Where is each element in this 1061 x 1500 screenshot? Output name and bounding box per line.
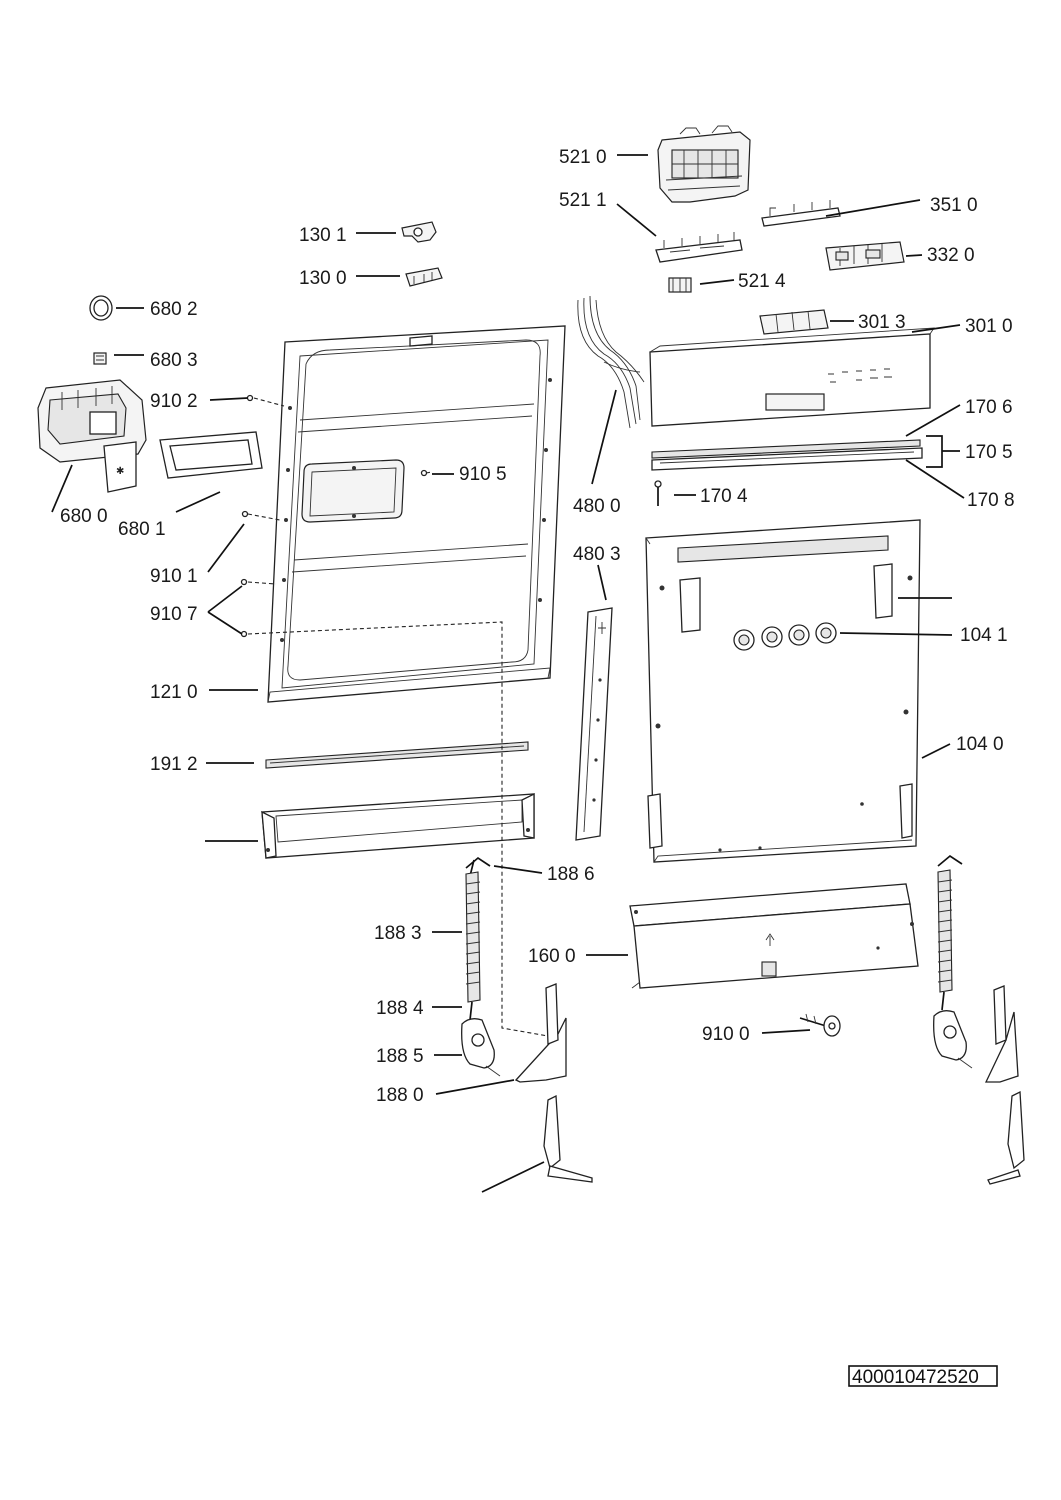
callout-170-6: 170 6: [965, 397, 1013, 418]
outer-door-panel-part: [645, 519, 921, 863]
callout-521-0: 521 0: [559, 147, 607, 168]
module-bracket-part: [655, 232, 743, 263]
callout-188-6: 188 6: [547, 864, 595, 885]
callout-910-0: 910 0: [702, 1024, 750, 1045]
callout-191-2: 191 2: [150, 754, 198, 775]
trim-strip-parts: [651, 439, 923, 471]
wire-channel-part: [575, 607, 613, 841]
callout-521-1: 521 1: [559, 190, 607, 211]
callout-104-1: 104 1: [960, 625, 1008, 646]
callout-910-7: 910 7: [150, 604, 198, 625]
interface-board-part: [825, 241, 905, 271]
callout-104-0: 104 0: [956, 734, 1004, 755]
callout-301-0: 301 0: [965, 316, 1013, 337]
callout-480-0: 480 0: [573, 496, 621, 517]
wiring-harness-part: [577, 295, 645, 429]
leader-lines: [51, 154, 965, 1193]
callout-680-3: 680 3: [150, 350, 198, 371]
cap-part: [93, 352, 107, 365]
door-bottom-channel-part: [261, 792, 535, 859]
callout-188-0: 188 0: [376, 1085, 424, 1106]
door-seal-strip-part: [265, 741, 529, 769]
callout-680-0: 680 0: [60, 506, 108, 527]
push-buttons-part: [759, 309, 829, 335]
door-key-part: [799, 1013, 841, 1037]
callout-labels: 521 0 521 1 351 0 332 0 521 4 130 1 130 …: [60, 147, 1015, 1106]
detergent-dispenser-part: ✱: [37, 379, 147, 493]
control-panel-part: [649, 327, 935, 427]
callout-130-1: 130 1: [299, 225, 347, 246]
callout-521-4: 521 4: [738, 271, 786, 292]
callout-301-3: 301 3: [858, 312, 906, 333]
right-hinge-assembly-part: [933, 854, 1019, 1083]
door-latch-part-lower: [405, 267, 443, 287]
document-number: 400010472520: [852, 1367, 979, 1388]
kick-plate-part: [629, 883, 919, 989]
document-number-box: 400010472520: [848, 1365, 998, 1388]
light-guide-rail-part: [761, 200, 841, 227]
svg-text:✱: ✱: [116, 466, 124, 477]
callout-170-4: 170 4: [700, 486, 748, 507]
callout-910-5: 910 5: [459, 464, 507, 485]
control-module-part: [657, 125, 751, 203]
left-hinge-assembly-part: [461, 856, 567, 1083]
callout-332-0: 332 0: [927, 245, 975, 266]
callout-680-2: 680 2: [150, 299, 198, 320]
callout-910-2: 910 2: [150, 391, 198, 412]
callout-351-0: 351 0: [930, 195, 978, 216]
callout-188-3: 188 3: [374, 923, 422, 944]
callout-188-4: 188 4: [376, 998, 424, 1019]
callout-160-0: 160 0: [528, 946, 576, 967]
callout-680-1: 680 1: [118, 519, 166, 540]
door-knob-parts: [733, 622, 837, 651]
screw-parts: [240, 394, 428, 638]
callout-170-8: 170 8: [967, 490, 1015, 511]
pin-part: [654, 480, 662, 506]
door-latch-part-upper: [401, 221, 437, 243]
callout-480-3: 480 3: [573, 544, 621, 565]
callout-910-1: 910 1: [150, 566, 198, 587]
callout-121-0: 121 0: [150, 682, 198, 703]
inner-door-panel-part: [267, 325, 566, 703]
callout-188-5: 188 5: [376, 1046, 424, 1067]
assembly-guide-lines: [247, 397, 549, 1037]
left-lower-bracket-part: [543, 1094, 593, 1183]
callout-130-0: 130 0: [299, 268, 347, 289]
callout-170-5: 170 5: [965, 442, 1013, 463]
seal-ring-part: [89, 295, 113, 321]
dispenser-gasket-part: [159, 431, 263, 479]
right-lower-bracket-part: [987, 1090, 1025, 1185]
connector-part: [668, 277, 692, 293]
